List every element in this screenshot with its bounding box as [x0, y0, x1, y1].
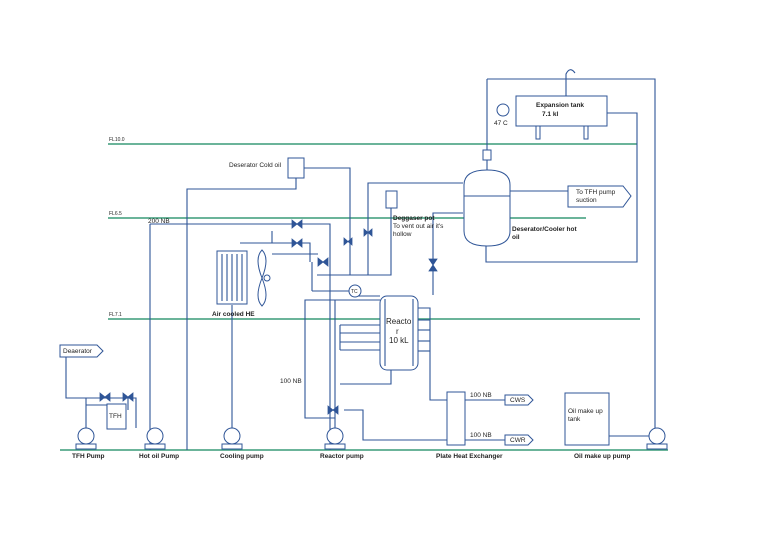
- deserator-cooler-label-2: oil: [512, 234, 520, 241]
- deserator-cold-oil: Deserator Cold oil: [229, 157, 305, 179]
- plate-heat-exchanger-body: [446, 391, 466, 446]
- degasser-pot: Deggaser pot To vent out air it's hollow: [385, 190, 444, 238]
- reactor-volume: 10 kL: [389, 336, 409, 345]
- deaerator-tag: [59, 344, 104, 358]
- valve-icon: [291, 219, 303, 229]
- reactor-pump: [324, 427, 346, 450]
- valve-icon: [343, 237, 353, 246]
- expansion-tank: Expansion tank 7.1 kl 47 C: [494, 69, 608, 140]
- reactor-label: Reacto: [386, 317, 412, 326]
- hot-oil-pump: [144, 427, 166, 450]
- hot-oil-pump-label: Hot oil Pump: [139, 453, 179, 460]
- fan-icon: [257, 249, 267, 307]
- expansion-tank-label: Expansion tank: [536, 102, 584, 109]
- floor-label-top: FL10.0: [109, 137, 125, 143]
- cws-tag: [504, 394, 534, 406]
- air-cooled-he: Air cooled HE: [212, 249, 271, 318]
- cws-label: CWS: [510, 397, 526, 404]
- tfh-label: TFH: [109, 413, 122, 420]
- plate-heat-exchanger-label: Plate Heat Exchanger: [436, 453, 503, 460]
- vent-note-label: To vent out air it's: [393, 223, 444, 230]
- tfh-box: [106, 403, 127, 430]
- cwr-label: CWR: [510, 437, 526, 444]
- tc-label: TC: [351, 289, 358, 295]
- oil-makeup-tank-label: Oil make up: [568, 408, 603, 415]
- pipe-network: [65, 78, 656, 450]
- pipe-size-200nb: 200 NB: [148, 218, 170, 225]
- temperature-gauge-icon: [496, 103, 510, 117]
- reactor-body: [379, 295, 419, 371]
- deserator-cooler-label: Deserator/Cooler hot: [512, 226, 577, 233]
- oil-makeup-tank-label-2: tank: [568, 416, 581, 423]
- expansion-tank-body: [515, 95, 608, 127]
- pipe-size-100nb-cws: 100 NB: [470, 392, 492, 399]
- deserator-cold-oil-box: [287, 157, 305, 179]
- expansion-temp-label: 47 C: [494, 120, 508, 127]
- cooling-pump: [221, 427, 243, 450]
- reactor-pump-label: Reactor pump: [320, 453, 364, 460]
- deserator-cooler-vessel: Deserator/Cooler hot oil: [463, 149, 577, 247]
- deaerator-label: Deaerator: [63, 348, 93, 355]
- cwr-tag: [504, 434, 534, 446]
- valve-icon: [291, 238, 303, 248]
- floor-label-lower: FL7.1: [109, 312, 122, 318]
- oil-makeup-pump: [646, 427, 668, 450]
- pipe-size-labels: 200 NB 100 NB 100 NB 100 NB: [148, 218, 492, 439]
- pipe-size-100nb-cwr: 100 NB: [470, 432, 492, 439]
- deaerator-tfh: Deaerator TFH: [59, 344, 127, 430]
- cooling-pump-label: Cooling pump: [220, 453, 264, 460]
- valves: [99, 219, 438, 415]
- valve-icon: [317, 257, 329, 267]
- valve-icon: [99, 392, 111, 402]
- degasser-pot-box: [385, 190, 398, 209]
- valve-icon: [428, 258, 438, 272]
- pipe-size-100nb-left: 100 NB: [280, 378, 302, 385]
- air-cooled-he-label: Air cooled HE: [212, 311, 255, 318]
- oil-makeup-pump-label: Oil make up pump: [574, 453, 630, 460]
- tfh-suction-arrow: [567, 185, 632, 208]
- tfh-pump: [75, 427, 97, 450]
- fan-motor-icon: [263, 274, 271, 282]
- tfh-suction-tag: To TFH pump suction: [567, 185, 632, 208]
- deserator-cooler-body: [463, 169, 511, 247]
- expansion-tank-volume: 7.1 kl: [542, 111, 558, 118]
- vent-note-label-2: hollow: [393, 231, 412, 238]
- valve-icon: [363, 228, 373, 237]
- oil-makeup-tank: Oil make up tank: [564, 392, 610, 446]
- valve-icon: [327, 405, 339, 415]
- tfh-suction-label: To TFH pump: [576, 189, 616, 196]
- reactor: Reacto r 10 kL: [379, 295, 419, 371]
- deserator-cold-oil-label: Deserator Cold oil: [229, 162, 282, 169]
- tc-icon: [348, 284, 362, 298]
- tfh-suction-label-2: suction: [576, 197, 597, 204]
- floor-label-middle: FL6.5: [109, 211, 122, 217]
- oil-makeup-tank-body: [564, 392, 610, 446]
- bottom-labels: TFH Pump Hot oil Pump Cooling pump React…: [72, 453, 630, 460]
- tfh-pump-label: TFH Pump: [72, 453, 105, 460]
- pumps: [75, 427, 668, 450]
- temperature-controller: TC: [348, 284, 362, 298]
- reactor-label-2: r: [396, 327, 399, 336]
- degasser-pot-label: Deggaser pot: [393, 215, 435, 222]
- valve-icon: [122, 392, 134, 402]
- plate-heat-exchanger: CWS CWR: [446, 391, 534, 446]
